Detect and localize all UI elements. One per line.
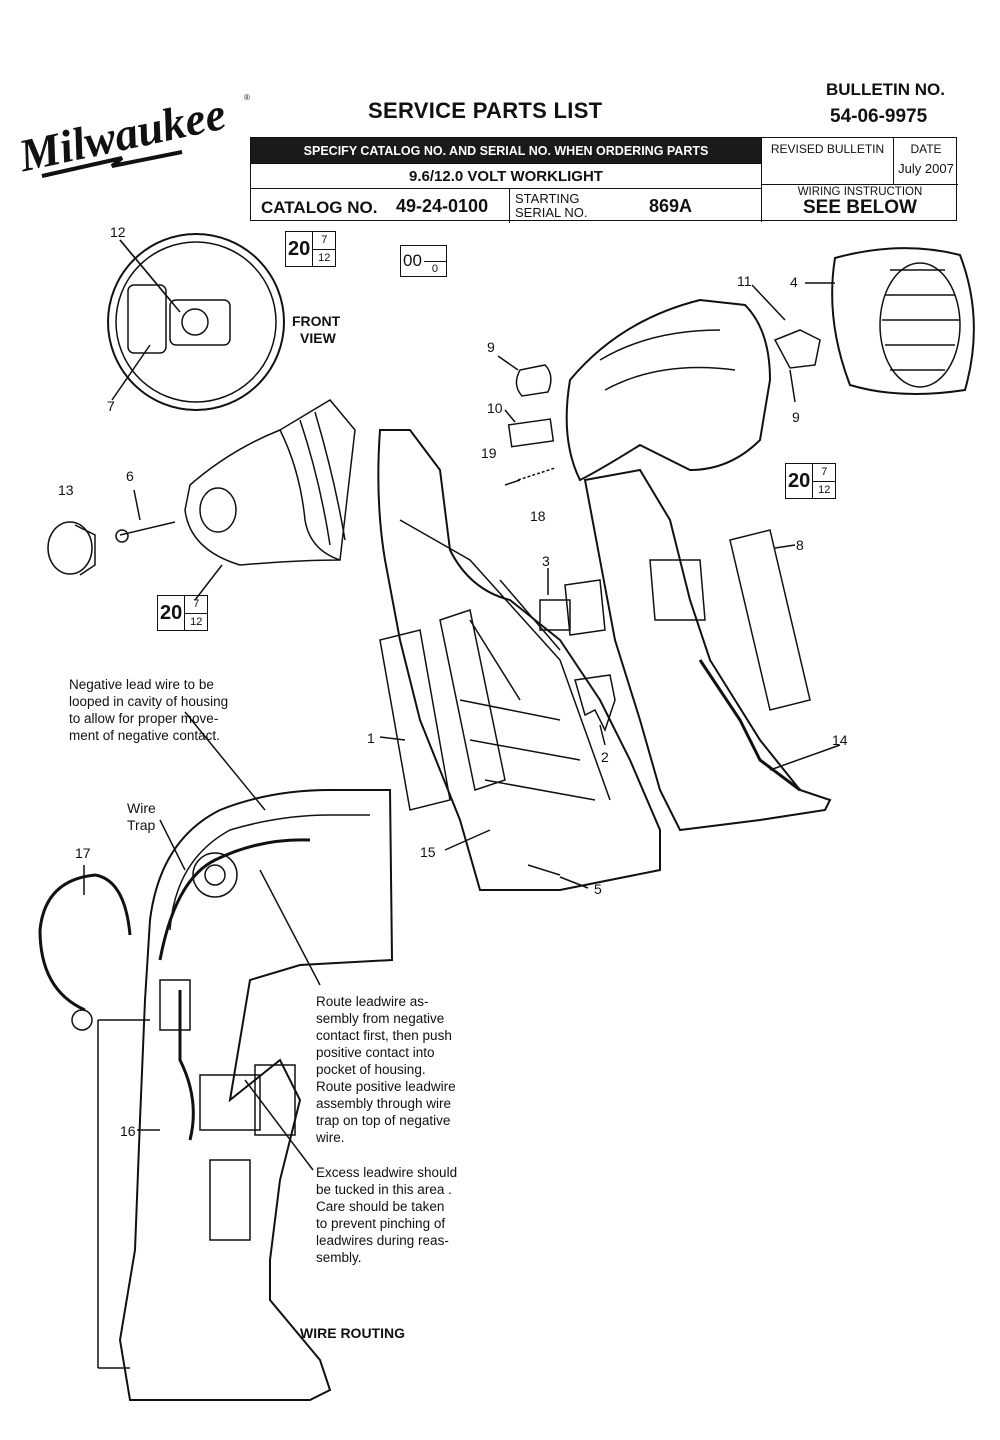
part-label: 13: [58, 482, 74, 498]
part-label: 5: [594, 881, 602, 897]
part-label: 1: [367, 730, 375, 746]
excess-leadwire-note: Excess leadwire should be tucked in this…: [316, 1165, 458, 1265]
route-leadwire-note: Route leadwire as- sembly from negative …: [316, 994, 456, 1145]
negative-lead-note: Negative lead wire to be looped in cavit…: [69, 677, 229, 743]
part-label: 2: [601, 749, 609, 765]
part-label: 16: [120, 1123, 136, 1139]
part-label: 8: [796, 537, 804, 553]
part-label: 9: [792, 409, 800, 425]
part-label: 4: [790, 274, 798, 290]
wiring-label: WIRING INSTRUCTION: [797, 186, 923, 198]
wire-routing-label: WIRE ROUTING: [300, 1325, 405, 1341]
header-table: SPECIFY CATALOG NO. AND SERIAL NO. WHEN …: [250, 137, 958, 223]
catalog-number: 49-24-0100: [396, 196, 489, 216]
product-name: 9.6/12.0 VOLT WORKLIGHT: [251, 163, 761, 188]
milwaukee-logo: Milwaukee ®: [12, 86, 262, 196]
catalog-row: CATALOG NO. 49-24-0100 STARTING SERIAL N…: [251, 188, 761, 223]
catalog-label: CATALOG NO.: [261, 198, 378, 217]
bulletin-number: 54-06-9975: [830, 106, 928, 127]
date-value: July 2007: [898, 161, 954, 176]
starting-label: STARTING: [515, 191, 580, 206]
date-cell: DATE July 2007: [893, 138, 958, 184]
bulletin-label: BULLETIN NO.: [826, 80, 945, 99]
part-label: 6: [126, 468, 134, 484]
ref-box: 00 0: [400, 245, 447, 277]
date-label: DATE: [910, 142, 942, 156]
page-title: SERVICE PARTS LIST: [368, 98, 603, 123]
part-label: 14: [832, 732, 848, 748]
svg-text:®: ®: [244, 93, 250, 102]
divider: [509, 189, 510, 223]
wiring-value: SEE BELOW: [802, 197, 917, 218]
part-label: 9: [487, 339, 495, 355]
part-label: 3: [542, 553, 550, 569]
wire-trap-label: Wire: [127, 800, 156, 816]
wire-trap-label-line2: Trap: [127, 817, 156, 833]
part-label: 19: [481, 445, 497, 461]
part-label: 15: [420, 844, 436, 860]
revised-bulletin-label: REVISED BULLETIN: [761, 138, 893, 184]
specify-banner: SPECIFY CATALOG NO. AND SERIAL NO. WHEN …: [251, 138, 761, 163]
part-label: 18: [530, 508, 546, 524]
wiring-cell: WIRING INSTRUCTION SEE BELOW: [761, 184, 958, 222]
part-label: 10: [487, 400, 503, 416]
part-label: 17: [75, 845, 91, 861]
part-label: 7: [107, 398, 115, 414]
serial-label: SERIAL NO.: [515, 205, 588, 220]
front-view-label: FRONT: [292, 313, 341, 329]
part-label: 11: [737, 273, 752, 289]
serial-number: 869A: [649, 196, 693, 216]
part-label: 12: [110, 224, 126, 240]
front-view-label-line2: VIEW: [300, 330, 336, 346]
